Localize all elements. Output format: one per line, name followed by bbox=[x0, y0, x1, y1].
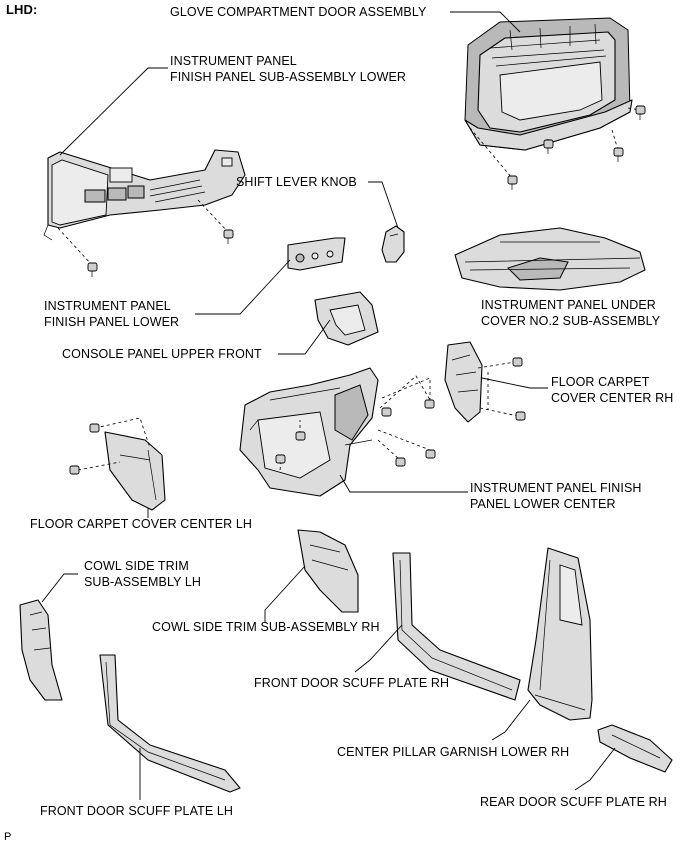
clip bbox=[613, 147, 624, 162]
label-line: GLOVE COMPARTMENT DOOR ASSEMBLY bbox=[170, 5, 427, 19]
front-door-scuff-plate-rh-part bbox=[392, 552, 521, 701]
label-front-door-scuff-plate-rh: FRONT DOOR SCUFF PLATE RH bbox=[254, 675, 449, 691]
clip bbox=[87, 262, 98, 277]
label-console-panel-upper-front: CONSOLE PANEL UPPER FRONT bbox=[62, 346, 262, 362]
label-line: PANEL LOWER CENTER bbox=[470, 497, 616, 511]
clip bbox=[424, 399, 435, 409]
clip bbox=[515, 411, 526, 421]
label-ip-finish-panel-sub-assembly-lower: INSTRUMENT PANEL FINISH PANEL SUB-ASSEMB… bbox=[170, 53, 406, 85]
shift-lever-knob-part bbox=[381, 225, 405, 263]
label-line: INSTRUMENT PANEL bbox=[170, 54, 297, 68]
label-line: INSTRUMENT PANEL bbox=[44, 299, 171, 313]
front-door-scuff-plate-lh-part bbox=[99, 654, 241, 793]
label-floor-carpet-cover-center-rh: FLOOR CARPET COVER CENTER RH bbox=[551, 374, 673, 406]
label-line: INSTRUMENT PANEL FINISH bbox=[470, 481, 642, 495]
label-line: CENTER PILLAR GARNISH LOWER RH bbox=[337, 745, 570, 759]
leader-cowl-rh bbox=[264, 565, 306, 622]
label-line: REAR DOOR SCUFF PLATE RH bbox=[480, 795, 667, 809]
label-line: INSTRUMENT PANEL UNDER bbox=[481, 298, 656, 312]
clip bbox=[69, 465, 80, 475]
label-line: COWL SIDE TRIM bbox=[84, 559, 189, 573]
leader-shift-knob bbox=[368, 181, 399, 229]
label-glove-compartment-door: GLOVE COMPARTMENT DOOR ASSEMBLY bbox=[170, 4, 426, 20]
label-center-pillar-garnish-lower-rh: CENTER PILLAR GARNISH LOWER RH bbox=[337, 744, 569, 760]
console-panel-upper-front-part bbox=[314, 291, 379, 346]
clip bbox=[507, 175, 518, 190]
label-line: FLOOR CARPET bbox=[551, 375, 650, 389]
label-line: CONSOLE PANEL UPPER FRONT bbox=[62, 347, 262, 361]
ip-finish-panel-sub-assembly-lower-part bbox=[43, 149, 246, 241]
leader-scuff-front-rh bbox=[354, 624, 403, 673]
clip bbox=[89, 423, 100, 433]
label-rear-door-scuff-plate-rh: REAR DOOR SCUFF PLATE RH bbox=[480, 794, 667, 810]
label-line: FINISH PANEL LOWER bbox=[44, 315, 180, 329]
clip bbox=[635, 105, 646, 120]
label-front-door-scuff-plate-lh: FRONT DOOR SCUFF PLATE LH bbox=[40, 803, 233, 819]
label-cowl-side-trim-lh: COWL SIDE TRIM SUB-ASSEMBLY LH bbox=[84, 558, 201, 590]
label-cowl-side-trim-rh: COWL SIDE TRIM SUB-ASSEMBLY RH bbox=[152, 619, 380, 635]
diagram-header: LHD: bbox=[6, 2, 38, 17]
label-ip-finish-panel-lower: INSTRUMENT PANEL FINISH PANEL LOWER bbox=[44, 298, 179, 330]
center-pillar-garnish-lower-rh-part bbox=[527, 547, 593, 721]
label-line: FRONT DOOR SCUFF PLATE RH bbox=[254, 676, 450, 690]
ip-under-cover-no2-part bbox=[454, 227, 646, 291]
glove-compartment-door-part bbox=[464, 17, 633, 151]
leader-ip-finish-sub bbox=[59, 67, 168, 156]
leader-scuff-rear-rh bbox=[574, 747, 616, 791]
center-panel-clips bbox=[275, 375, 436, 471]
floor-carpet-cover-lh-part bbox=[104, 431, 166, 511]
clip bbox=[295, 431, 306, 441]
leader-carpet-rh bbox=[481, 377, 548, 389]
label-ip-under-cover-no2: INSTRUMENT PANEL UNDER COVER NO.2 SUB-AS… bbox=[481, 297, 660, 329]
clip bbox=[425, 449, 436, 459]
carpet-lh-clips bbox=[69, 417, 151, 475]
clip bbox=[275, 454, 286, 464]
label-line: SHIFT LEVER KNOB bbox=[236, 175, 357, 189]
cowl-side-trim-rh-part bbox=[297, 529, 359, 613]
clip bbox=[223, 229, 234, 244]
label-line: COVER NO.2 SUB-ASSEMBLY bbox=[481, 314, 661, 328]
leader-ip-center bbox=[339, 474, 468, 493]
leader-cowl-lh bbox=[41, 573, 78, 603]
leader-center-pillar bbox=[491, 699, 531, 741]
label-shift-lever-knob: SHIFT LEVER KNOB bbox=[236, 174, 357, 190]
label-line: SUB-ASSEMBLY LH bbox=[84, 575, 202, 589]
leader-ip-finish-lower bbox=[195, 259, 291, 315]
label-floor-carpet-cover-center-lh: FLOOR CARPET COVER CENTER LH bbox=[30, 516, 252, 532]
footer-code: P bbox=[4, 831, 12, 843]
clip bbox=[381, 407, 392, 417]
clip bbox=[512, 357, 523, 367]
glove-door-clips bbox=[469, 105, 646, 190]
rear-door-scuff-plate-rh-part bbox=[597, 724, 673, 773]
label-line: COWL SIDE TRIM SUB-ASSEMBLY RH bbox=[152, 620, 380, 634]
floor-carpet-cover-rh-part bbox=[444, 341, 483, 423]
label-ip-finish-panel-lower-center: INSTRUMENT PANEL FINISH PANEL LOWER CENT… bbox=[470, 480, 642, 512]
label-line: FRONT DOOR SCUFF PLATE LH bbox=[40, 804, 234, 818]
cowl-side-trim-lh-part bbox=[19, 599, 63, 701]
clip bbox=[395, 457, 406, 467]
ip-finish-sub-clips bbox=[57, 199, 234, 277]
leader-console-upper-front bbox=[278, 319, 331, 355]
label-line: FINISH PANEL SUB-ASSEMBLY LOWER bbox=[170, 70, 407, 84]
carpet-rh-clips bbox=[477, 357, 526, 421]
clip bbox=[543, 139, 554, 154]
ip-finish-panel-lower-center-part bbox=[239, 367, 379, 497]
ip-finish-panel-lower-part bbox=[287, 237, 346, 271]
leader-glove-door bbox=[450, 11, 521, 33]
label-line: COVER CENTER RH bbox=[551, 391, 674, 405]
label-line: FLOOR CARPET COVER CENTER LH bbox=[30, 517, 253, 531]
